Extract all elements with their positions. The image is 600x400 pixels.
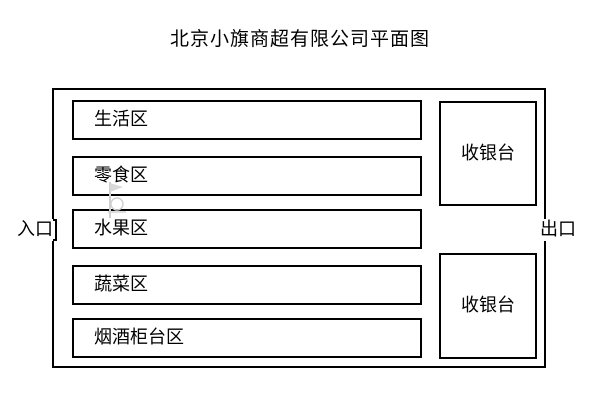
checkout-counter-top: 收银台	[439, 101, 537, 206]
entrance-label: 入口	[17, 219, 53, 241]
checkout-counter-bottom-label: 收银台	[461, 295, 515, 316]
zone-fruit: 水果区	[72, 209, 422, 249]
zone-living-label: 生活区	[94, 109, 148, 130]
zone-snacks: 零食区	[72, 156, 422, 196]
exit-label: 出口	[540, 219, 576, 241]
zone-snacks-label: 零食区	[94, 165, 148, 186]
zone-vegetables: 蔬菜区	[72, 265, 422, 305]
checkout-counter-bottom: 收银台	[439, 253, 537, 359]
zone-living: 生活区	[72, 100, 422, 140]
diagram-title: 北京小旗商超有限公司平面图	[169, 28, 430, 50]
zone-tobacco-liquor-counter: 烟酒柜台区	[72, 318, 422, 358]
zone-tobacco-liquor-counter-label: 烟酒柜台区	[94, 327, 184, 348]
checkout-counter-top-label: 收银台	[461, 142, 515, 164]
zone-fruit-label: 水果区	[94, 218, 148, 239]
zone-vegetables-label: 蔬菜区	[94, 274, 148, 295]
